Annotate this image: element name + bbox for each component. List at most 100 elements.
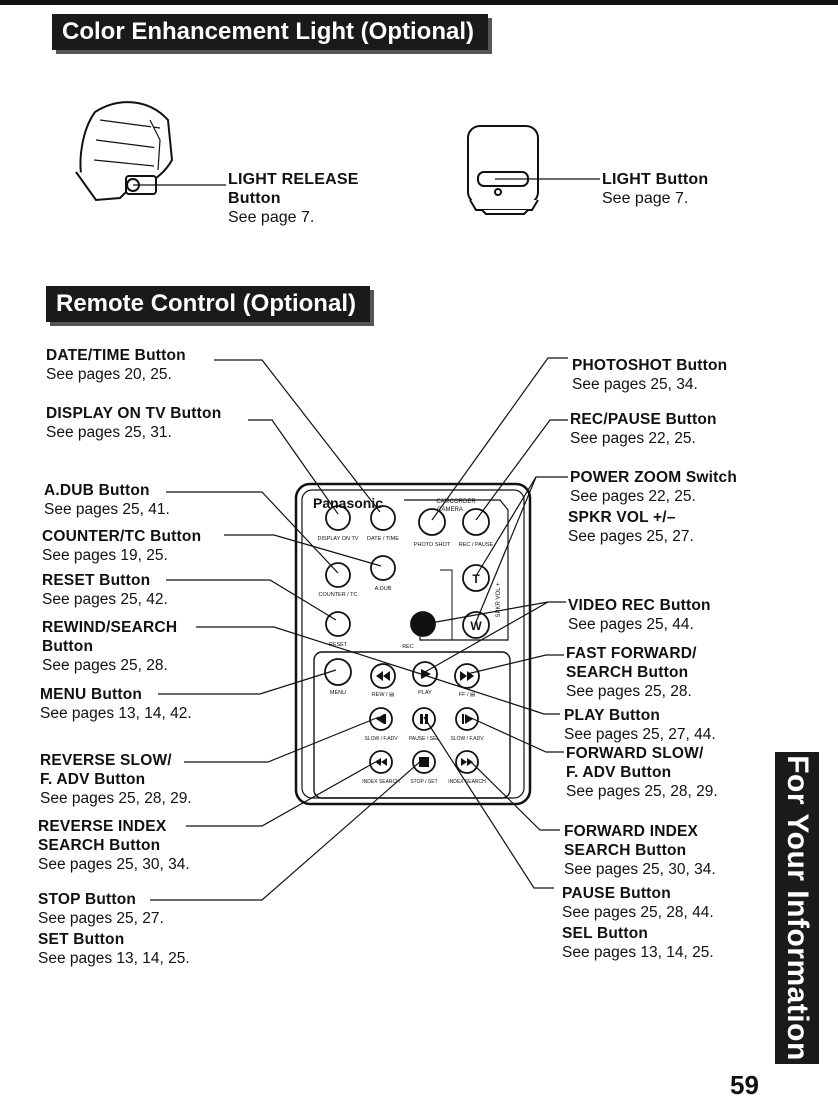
remote-label-t: T [472, 572, 480, 586]
page-number: 59 [730, 1070, 759, 1100]
callout-page-ref: See pages 25, 41. [44, 501, 170, 518]
callout-heading: FORWARD SLOW/ [566, 745, 704, 762]
callout-heading: MENU Button [40, 686, 143, 703]
callout-page-ref: See pages 25, 27, 44. [564, 726, 716, 743]
remote-label-index-left: INDEX SEARCH [362, 779, 400, 785]
callout-heading: A.DUB Button [44, 482, 150, 499]
remote-button-glyphs [375, 669, 474, 767]
callout-heading: PLAY Button [564, 707, 661, 724]
remote-label-menu: MENU [330, 690, 346, 696]
callout-heading: VIDEO REC Button [568, 597, 711, 614]
remote-mode-label-2: CAMERA [437, 507, 463, 513]
callout-heading: REVERSE INDEX [38, 818, 167, 835]
remote-label-display: DISPLAY ON TV [318, 536, 359, 542]
callout-heading: PHOTOSHOT Button [572, 357, 728, 374]
callout-heading: REWIND/SEARCH [42, 619, 178, 636]
callout-page-ref: See pages 25, 42. [42, 591, 168, 608]
callout-page-ref: See pages 25, 28. [566, 683, 692, 700]
remote-printed-text: Panasonic CAMCORDER CAMERA DISPLAY ON TV… [313, 495, 502, 785]
light-release-label: LIGHT RELEASE Button See page 7. [228, 171, 359, 226]
callout-heading: FAST FORWARD/ [566, 645, 697, 662]
remote-label-pause: PAUSE / SEL [409, 736, 439, 742]
callout-page-ref: See pages 25, 28, 29. [566, 783, 718, 800]
callout-page-ref: See pages 25, 27. [568, 528, 694, 545]
callout-heading: DISPLAY ON TV Button [46, 405, 222, 422]
callout-heading: RESET Button [42, 572, 151, 589]
callout-page-ref: See pages 25, 30, 34. [564, 861, 716, 878]
callout-heading: COUNTER/TC Button [42, 528, 202, 545]
callout-heading: SET Button [38, 931, 125, 948]
callout-heading: SEARCH Button [564, 842, 687, 859]
remote-label-rew: REW / ▤ [372, 692, 395, 698]
remote-label-photo: PHOTO SHOT [414, 542, 451, 548]
callout-page-ref: See pages 25, 31. [46, 424, 172, 441]
remote-label-recpause: REC / PAUSE [459, 542, 494, 548]
remote-label-slow-right: SLOW / F.ADV [450, 736, 484, 742]
remote-mode-label: CAMCORDER [436, 499, 476, 505]
callout-page-ref: See pages 25, 28, 44. [562, 904, 714, 921]
side-tab: For Your Information [775, 752, 819, 1064]
callout-heading: SPKR VOL +/– [568, 509, 676, 526]
remote-label-reset: RESET [329, 642, 348, 648]
callout-heading: Button [42, 638, 94, 655]
leader-lines [150, 357, 568, 901]
callout-heading: REC/PAUSE Button [570, 411, 717, 428]
callout-page-ref: See pages 20, 25. [46, 366, 172, 383]
remote-label-stop: STOP / SET [410, 779, 437, 785]
callout-heading: SEARCH Button [38, 837, 161, 854]
light-unit-front-illustration [467, 125, 539, 215]
remote-label-play: PLAY [418, 690, 432, 696]
remote-label-counter: COUNTER / TC [318, 592, 357, 598]
callout-page-ref: See pages 25, 27. [38, 910, 164, 927]
callout-page-ref: See pages 25, 28, 29. [40, 790, 192, 807]
remote-label-adub: A.DUB [375, 586, 392, 592]
callout-page-ref: See pages 22, 25. [570, 430, 696, 447]
callout-page-ref: See pages 22, 25. [570, 488, 696, 505]
callout-page-ref: See pages 13, 14, 42. [40, 705, 192, 722]
right-callout: SPKR VOL +/– See pages 25, 27. [568, 508, 694, 546]
callout-heading: F. ADV Button [40, 771, 146, 788]
remote-label-ff: FF / ▤ [459, 692, 476, 698]
callout-page-ref: See pages 13, 14, 25. [562, 944, 714, 961]
callout-heading: REVERSE SLOW/ [40, 752, 172, 769]
remote-brand: Panasonic [313, 495, 383, 511]
callout-page-ref: See pages 19, 25. [42, 547, 168, 564]
light-button-label: LIGHT Button See page 7. [602, 171, 709, 207]
callout-heading: FORWARD INDEX [564, 823, 699, 840]
callout-heading: STOP Button [38, 891, 137, 908]
callout-heading: F. ADV Button [566, 764, 672, 781]
callout-page-ref: See pages 25, 28. [42, 657, 168, 674]
light-section-title: Color Enhancement Light (Optional) [52, 14, 488, 50]
remote-label-datetime: DATE / TIME [367, 536, 399, 542]
remote-label-index-right: INDEX SEARCH [448, 779, 486, 785]
remote-section-title: Remote Control (Optional) [46, 286, 370, 322]
remote-label-w: W [470, 619, 482, 633]
remote-label-slow-left: SLOW / F.ADV [364, 736, 398, 742]
callout-page-ref: See pages 25, 44. [568, 616, 694, 633]
callout-page-ref: See pages 25, 30, 34. [38, 856, 190, 873]
callout-heading: POWER ZOOM Switch [570, 469, 738, 486]
remote-label-spkr: SPKR VOL + [496, 582, 502, 617]
callout-heading: DATE/TIME Button [46, 347, 186, 364]
callout-heading: SEARCH Button [566, 664, 689, 681]
callout-page-ref: See pages 13, 14, 25. [38, 950, 190, 967]
remote-label-rec: REC [402, 644, 414, 650]
